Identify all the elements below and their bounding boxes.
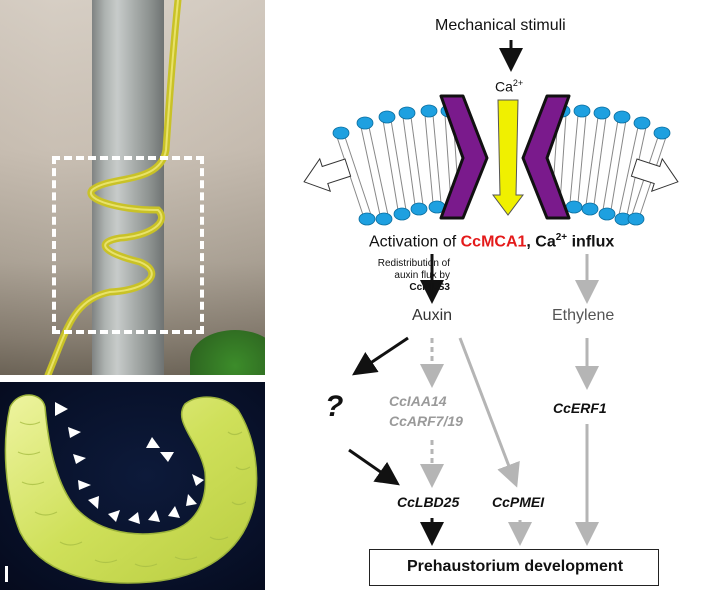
cciaa14-node: CcIAA14: [389, 393, 447, 409]
arrow-auxin-unknown: [352, 336, 409, 376]
prehaustorium-photo: [0, 382, 265, 590]
channel-subunit-left: [439, 94, 489, 220]
prehaustorium-outcome-box: Prehaustorium development: [369, 549, 659, 586]
coiled-stem-section: [4, 394, 258, 584]
unknown-factor-node: ?: [325, 390, 344, 423]
scale-bar: [5, 566, 8, 582]
signaling-diagram: Mechanical stimuli Ca2+ Activation of Cc…: [265, 0, 717, 590]
calcium-pore-arrow: [492, 99, 524, 216]
arrow-auxin-pmei: [458, 337, 520, 488]
cclbd25-node: CcLBD25: [397, 494, 460, 510]
coiling-stem: [44, 0, 182, 375]
activation-label: Activation of CcMCA1, Ca2+ influx: [369, 232, 615, 251]
ccpmei-node: CcPMEI: [492, 494, 545, 510]
mechanical-stimuli-label: Mechanical stimuli: [435, 17, 566, 34]
left-stretch-arrow: [303, 157, 352, 192]
ccmca1-gene: CcMCA1: [460, 233, 527, 251]
arrow-unknown-lbd: [348, 448, 400, 486]
ccerf1-node: CcERF1: [553, 400, 607, 416]
diagram-graphics: [303, 40, 679, 546]
ccarf-node: CcARF7/19: [389, 413, 463, 429]
tendril-photo: [0, 0, 265, 375]
arrowhead-markers: [55, 402, 204, 524]
lipids-left: [336, 114, 460, 216]
auxin-redistribution-note: Redistribution of auxin flux by CcPILS3: [377, 258, 450, 293]
auxin-node: Auxin: [412, 307, 453, 324]
ethylene-node: Ethylene: [552, 307, 615, 324]
channel-subunit-right: [521, 94, 571, 220]
calcium-label: Ca2+: [495, 78, 524, 95]
prehaustorium-label: Prehaustorium development: [406, 558, 624, 575]
right-stretch-arrow: [630, 157, 679, 192]
region-of-interest-box: [52, 156, 204, 334]
